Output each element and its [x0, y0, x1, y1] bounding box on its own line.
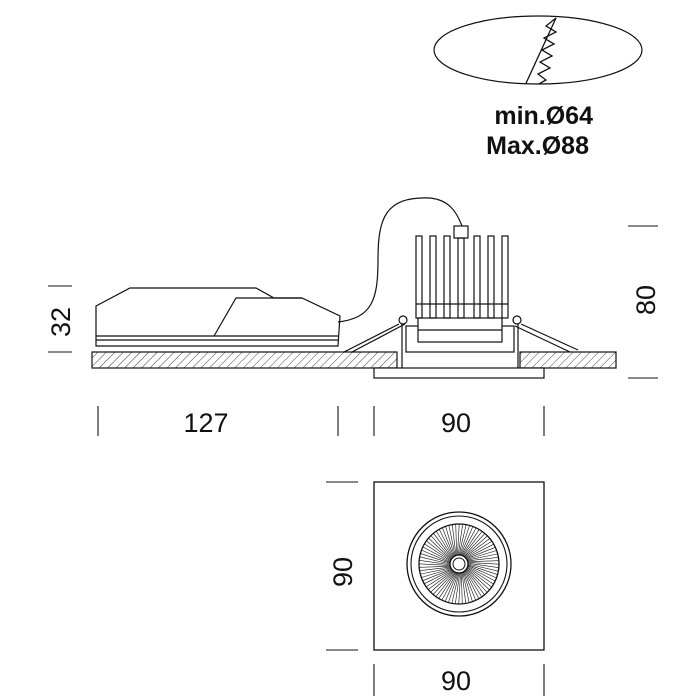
dim-driver-height: 32: [46, 307, 76, 337]
dim-front-height: 90: [328, 557, 358, 587]
driver-box: [95, 287, 341, 347]
heat-sink: [415, 225, 509, 319]
cutout-ellipse: [433, 15, 643, 85]
front-outer-ring: [406, 511, 512, 617]
front-view: [373, 481, 545, 651]
saw-cut-line: [521, 17, 558, 84]
ceiling-right: [519, 351, 617, 369]
front-bezel-square: [373, 481, 545, 651]
side-view: [91, 197, 617, 379]
spring-clip-right: [512, 315, 579, 353]
dim-driver-length: 127: [183, 408, 228, 438]
dim-fixture-height: 80: [631, 285, 661, 315]
power-cable: [337, 197, 463, 323]
side-dimensions: [48, 225, 658, 436]
bezel: [373, 317, 545, 379]
dim-front-width: 90: [441, 666, 471, 696]
front-dimensions: [326, 481, 545, 696]
dim-fixture-width: 90: [441, 408, 471, 438]
cutout-min-label: min.Ø64: [494, 102, 593, 130]
ceiling-left: [91, 351, 398, 369]
spring-clip-left: [343, 315, 408, 353]
lens-reflector-rays: [419, 524, 499, 604]
cutout-max-label: Max.Ø88: [486, 132, 589, 160]
